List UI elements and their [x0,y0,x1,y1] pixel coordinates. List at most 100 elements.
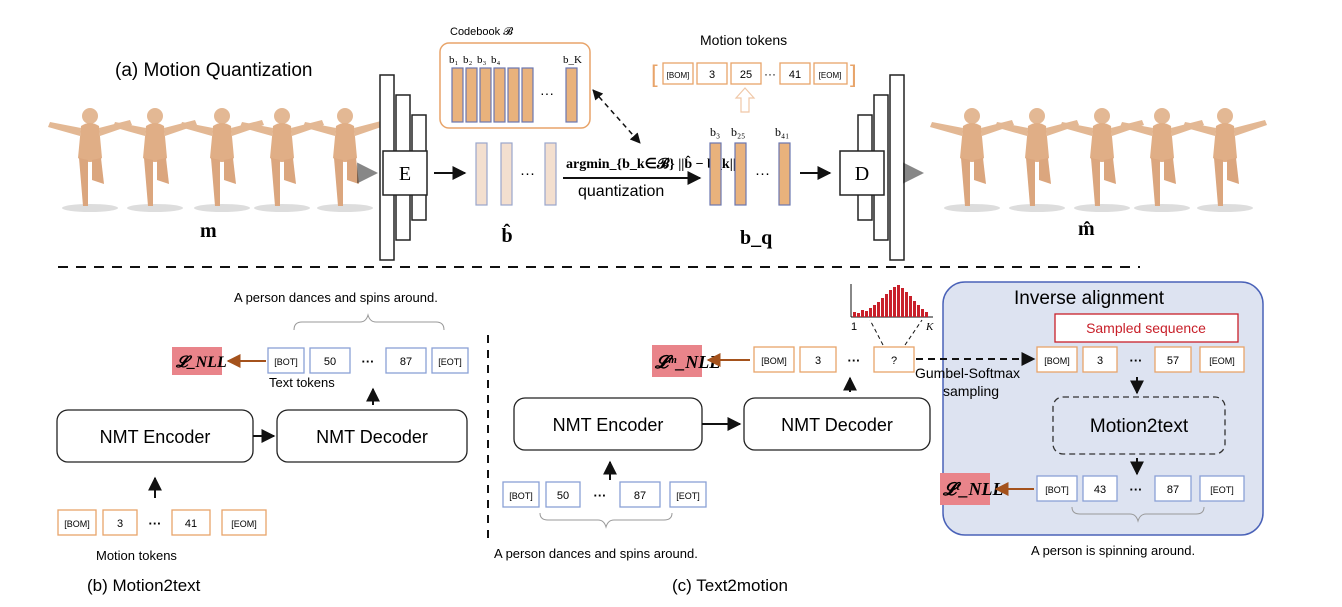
c-motion-token-2: ··· [848,353,861,368]
motion-tokens-bracket-right: ] [850,61,857,88]
codebook-ellipsis: ··· [540,85,554,101]
b-decoder-label: NMT Decoder [316,427,428,447]
b-hat-ellipsis: ··· [520,165,535,182]
panel-c-title: (c) Text2motion [672,576,788,595]
b-text-token-2: ··· [362,354,375,369]
c-text-brace [539,512,673,529]
gumbel-label: Gumbel-Softmax [915,365,1020,381]
sampling-histogram [850,284,933,318]
inverse-alignment-panel [942,281,1264,536]
c-motion-token-1: 3 [815,355,821,367]
b-text-brace [293,313,445,331]
c-text-token-4: [EOT] [676,491,700,501]
b-loss-box [172,347,222,375]
c-loss-m-label: 𝓛ᵐ_NLL [654,352,720,372]
codebook-entry-2: b₂ [463,54,473,66]
motion-token-a-2: 25 [740,69,752,81]
motion-token-a-3: ··· [764,67,776,81]
decoder-block [839,74,905,261]
quantized-vectors [709,142,791,206]
codebook-entry-k: b_K [563,54,582,66]
sampled-sequence-box [1054,313,1239,343]
b-text-token-3: 87 [400,356,412,368]
b-motion-token-3: 41 [185,518,197,530]
b-motion-token-2: ··· [149,516,162,531]
b-text-token-1: 50 [324,356,336,368]
m-hat-label: m̂ [1078,218,1095,240]
b-text-token-4: [EOT] [438,357,462,367]
motion-token-a-1: 3 [709,69,715,81]
c-out-brace [1071,506,1205,523]
inverse-alignment-title: Inverse alignment [1014,288,1165,309]
sampled-token-4: [EOM] [1209,356,1235,366]
b-q-label: b_q [740,227,772,249]
c-decoder-label: NMT Decoder [781,415,893,435]
codebook-entry-4: b₄ [491,54,501,66]
b-caption-top: A person dances and spins around. [234,290,438,305]
c-text-token-row [502,481,707,508]
hist-zoom-lines [869,319,923,346]
encoder-block [379,74,428,261]
out-token-1: 43 [1094,484,1106,496]
sampled-token-3: 57 [1167,355,1179,367]
c-text-token-2: ··· [594,488,607,503]
b-motion-token-0: [BOM] [64,519,90,529]
motion2text-label: Motion2text [1090,416,1189,437]
m-label: m [200,220,217,242]
sampled-token-2: ··· [1130,353,1143,368]
motion-token-a-4: 41 [789,69,801,81]
c-loss-m-box [652,345,702,377]
quantized-label-1: b₃ [710,125,720,139]
b-text-token-row [267,347,469,374]
sampled-token-1: 3 [1097,355,1103,367]
panel-b-title: (b) Motion2text [87,576,201,595]
c-decoder-box [743,397,931,451]
codebook-lookup-arrow [592,89,641,144]
panel-a-title: (a) Motion Quantization [115,60,313,81]
motion-token-a-0: [BOM] [667,71,690,80]
b-motion-token-1: 3 [117,518,123,530]
b-text-token-0: [BOT] [274,357,298,367]
c-text-token-0: [BOT] [509,491,533,501]
argmin-expression: argmin_{b_k∈𝓑} ||b̂ − b_k|| [566,154,736,172]
b-hat-label: b̂ [501,222,512,247]
c-loss-t-label: 𝓛ᵗ_NLL [942,479,1003,499]
c-text-token-1: 50 [557,490,569,502]
quantization-label: quantization [578,183,664,200]
c-loss-t-box [940,473,990,505]
out-token-2: ··· [1130,482,1143,497]
motion-tokens-title: Motion tokens [700,32,787,48]
sampling-label: sampling [943,383,999,399]
input-motion-figures [48,108,387,212]
c-caption-out: A person is spinning around. [1031,543,1195,558]
codebook-entry-3: b₃ [477,54,487,66]
b-motion-token-4: [EOM] [231,519,257,529]
c-motion-token-3: ? [891,355,897,367]
c-text-token-3: 87 [634,490,646,502]
motion-token-row-a [662,62,848,85]
motion2text-box [1052,396,1226,455]
motion-tokens-bracket-left: [ [651,61,658,88]
b-hat-vectors [475,142,557,206]
sampled-sequence-label: Sampled sequence [1086,320,1206,336]
c-motion-token-row [753,346,915,373]
c-caption-bottom: A person dances and spins around. [494,546,698,561]
b-motion-tokens-label: Motion tokens [96,548,177,563]
out-token-4: [EOT] [1210,485,1234,495]
motion-token-a-5: [EOM] [819,71,842,80]
hist-axis-to: K [925,321,934,333]
encoder-label: E [399,163,411,185]
codebook-entry-1: b₁ [449,54,459,66]
codebook-vectors [451,67,578,123]
b-motion-token-row [57,509,267,536]
hist-axis-from: 1 [851,321,857,333]
codebook-label: Codebook 𝓑 [450,26,513,38]
sampled-token-row [1036,346,1245,373]
sampled-token-0: [BOM] [1044,356,1070,366]
tokenize-arrow [734,87,756,113]
out-token-0: [BOT] [1045,485,1069,495]
b-text-tokens-label: Text tokens [269,375,335,390]
b-encoder-label: NMT Encoder [100,427,211,447]
out-token-3: 87 [1167,484,1179,496]
